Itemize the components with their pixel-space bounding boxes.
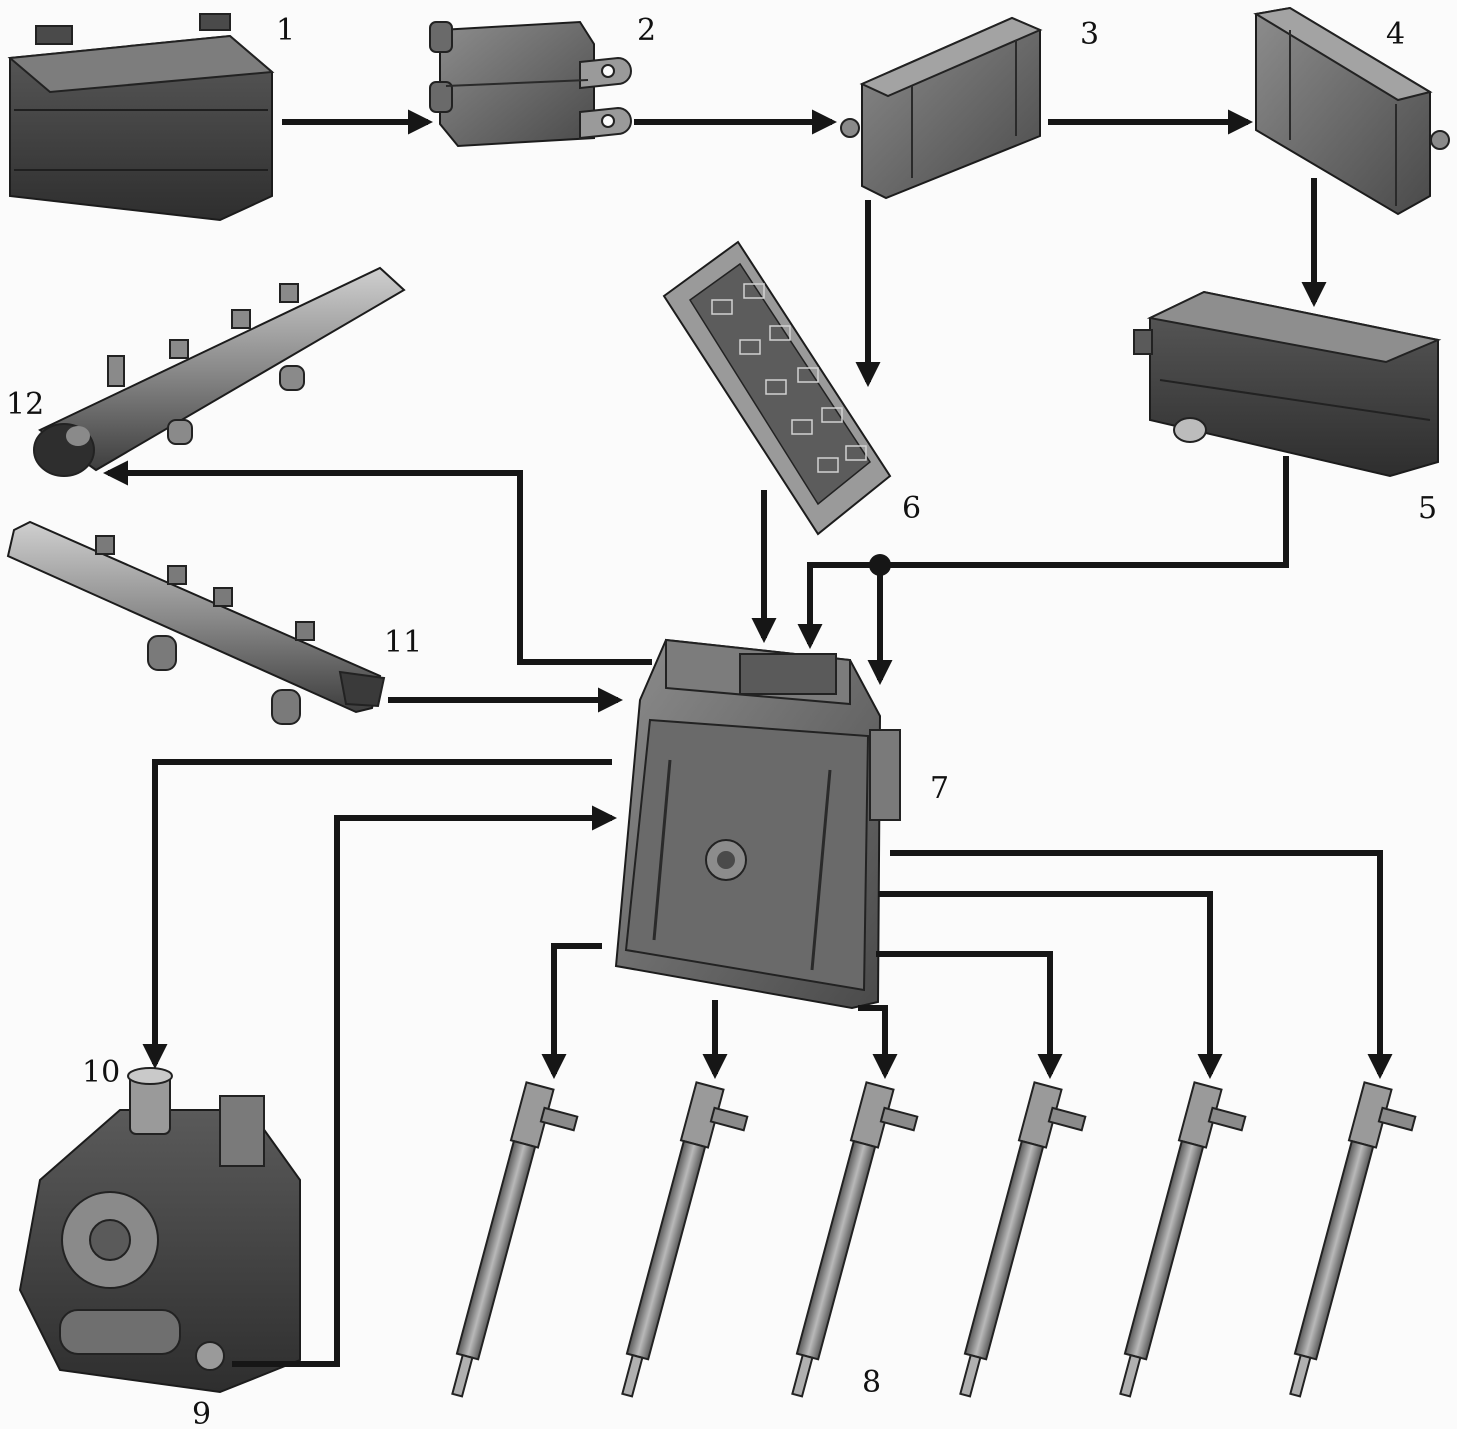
callout-11: 11 bbox=[384, 625, 422, 660]
injector-5 bbox=[1119, 1081, 1247, 1398]
rail-sensor-11 bbox=[6, 520, 386, 725]
callout-10: 10 bbox=[82, 1055, 120, 1090]
wire-7-to-injector-4 bbox=[876, 951, 1063, 1080]
injector-6 bbox=[1289, 1081, 1417, 1398]
wire-7-to-injector-6 bbox=[890, 850, 1393, 1080]
injector-3 bbox=[791, 1081, 919, 1398]
common-rail-12 bbox=[33, 266, 406, 477]
injector-1 bbox=[451, 1081, 579, 1398]
callout-4: 4 bbox=[1386, 17, 1405, 52]
callout-2: 2 bbox=[637, 13, 656, 48]
control-module-3 bbox=[840, 16, 1043, 200]
callout-12: 12 bbox=[6, 387, 44, 422]
battery-component bbox=[7, 13, 275, 222]
connection-wires bbox=[102, 109, 1393, 1367]
callout-7: 7 bbox=[930, 771, 949, 806]
control-box-5 bbox=[1133, 290, 1442, 478]
wire-5-to-7-a bbox=[797, 456, 1289, 650]
wire-junction-dot bbox=[869, 554, 891, 576]
injector-group bbox=[451, 1081, 1417, 1398]
callout-5: 5 bbox=[1418, 491, 1437, 526]
wire-7-to-injector-3 bbox=[858, 1005, 898, 1080]
callout-8: 8 bbox=[862, 1365, 881, 1400]
callout-9: 9 bbox=[192, 1397, 211, 1429]
callout-1: 1 bbox=[276, 13, 295, 48]
wire-7-to-12 bbox=[102, 460, 652, 665]
wire-9-to-7 bbox=[232, 805, 618, 1367]
control-module-4 bbox=[1253, 6, 1450, 216]
callout-6: 6 bbox=[902, 491, 921, 526]
callout-labels: 1 2 3 4 5 6 7 8 9 10 11 12 bbox=[6, 13, 1437, 1429]
callout-3: 3 bbox=[1080, 17, 1099, 52]
circuit-board-6 bbox=[662, 240, 892, 536]
wire-7-to-injector-5 bbox=[878, 891, 1223, 1080]
injector-4 bbox=[959, 1081, 1087, 1398]
wire-7-to-10 bbox=[142, 759, 612, 1070]
wire-7-to-injector-1 bbox=[541, 943, 602, 1080]
injector-2 bbox=[621, 1081, 749, 1398]
ecu-component bbox=[614, 638, 901, 1010]
fuel-pump-component bbox=[18, 1067, 301, 1394]
fuse-block-component bbox=[429, 20, 632, 148]
